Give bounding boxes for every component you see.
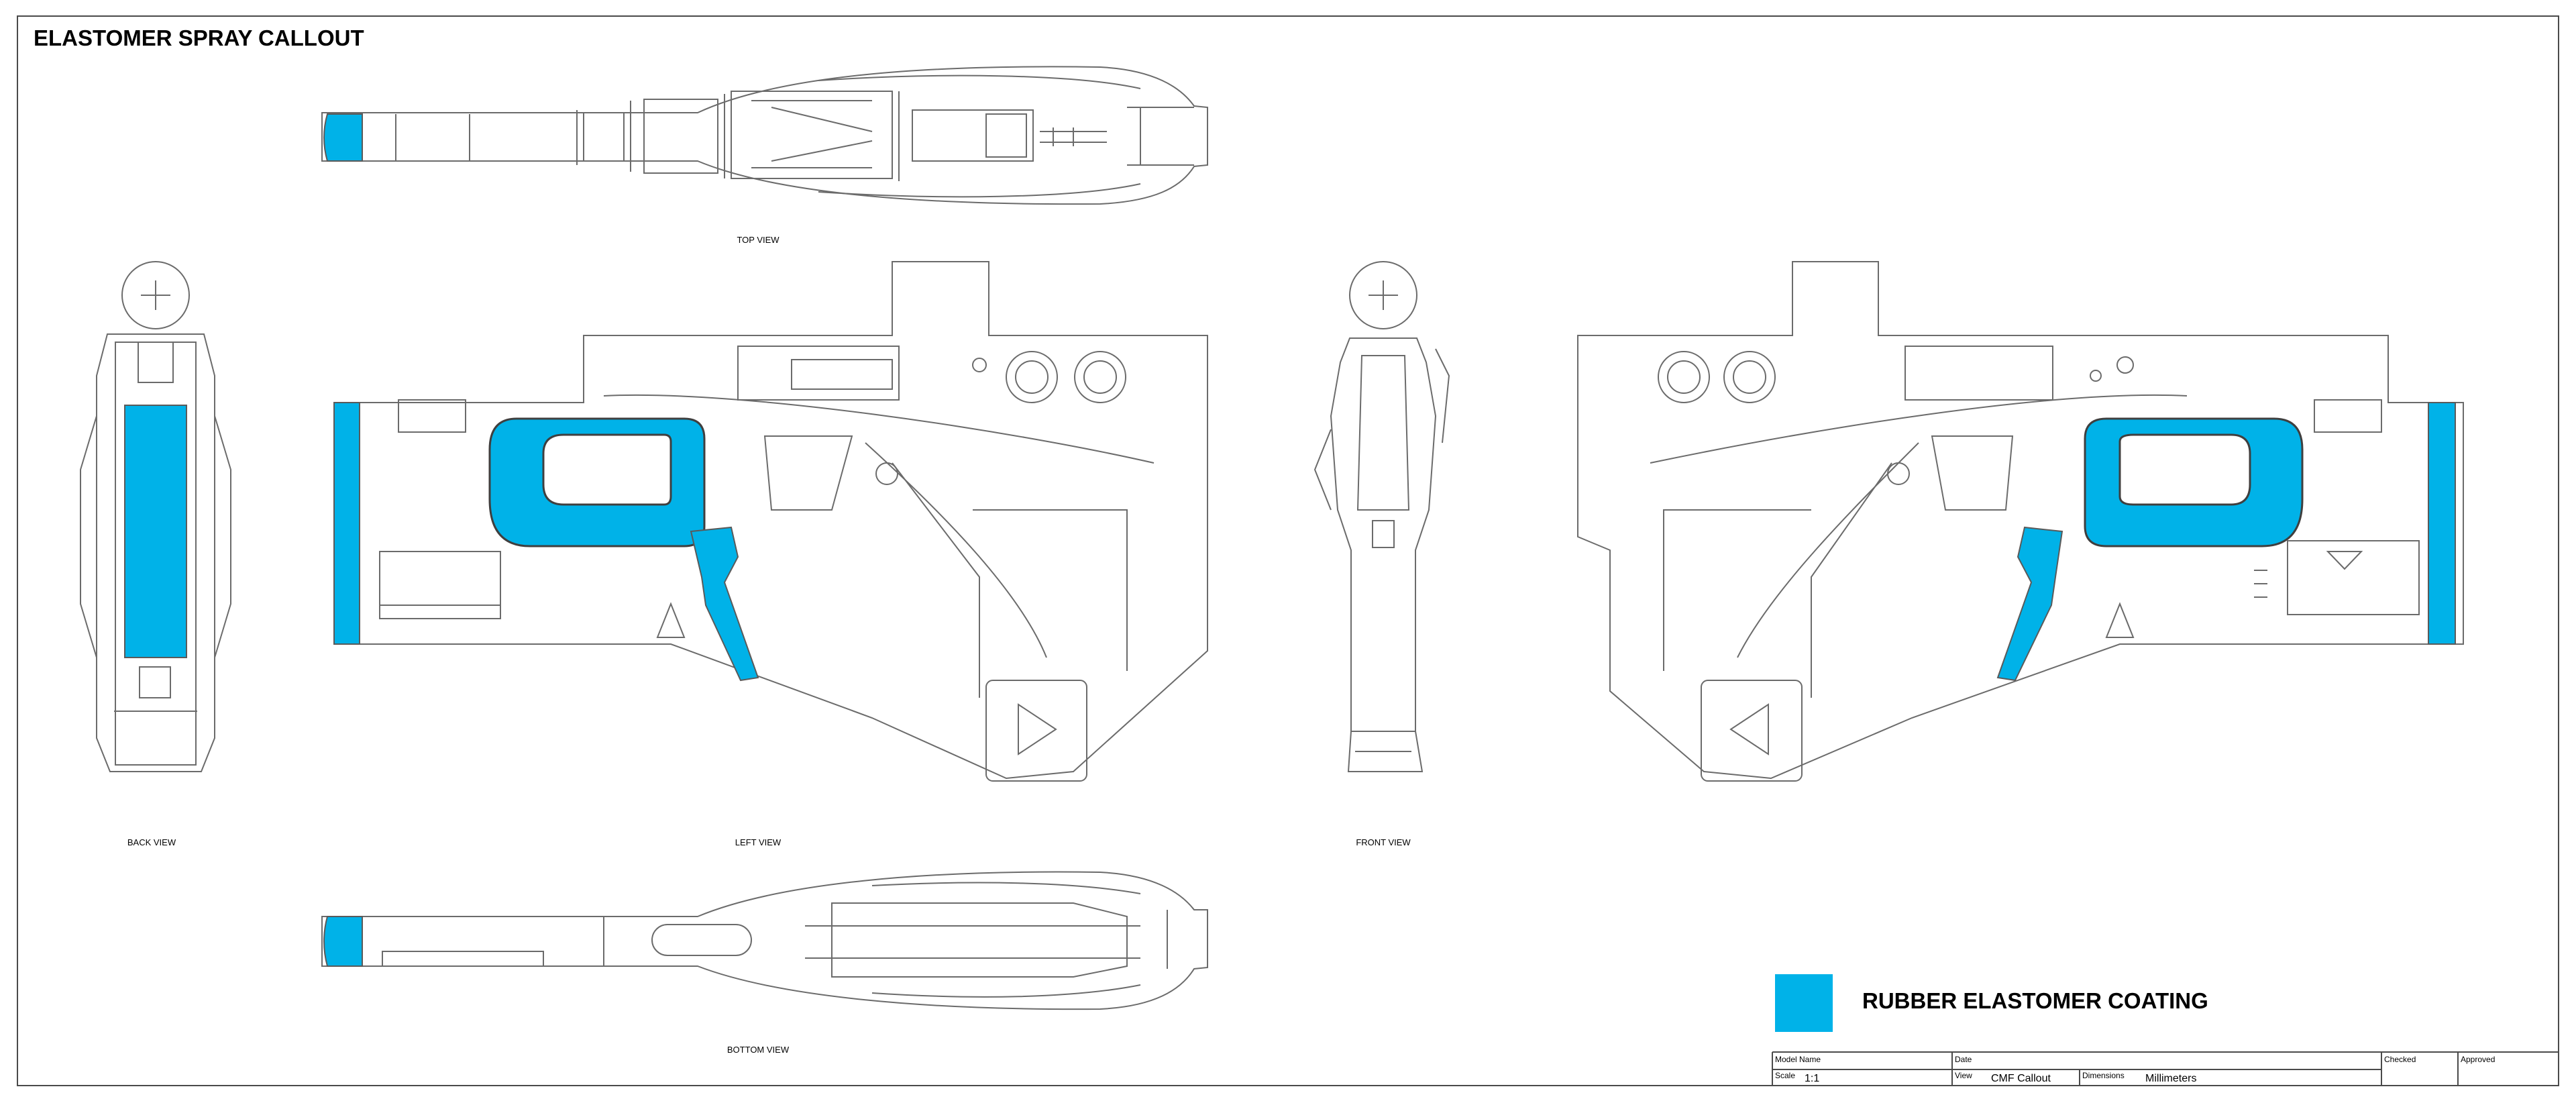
scale-label: Scale <box>1775 1071 1796 1080</box>
left-view-drawing <box>333 261 1208 782</box>
sheet-border <box>17 15 2559 1086</box>
title-block-grid <box>1772 1051 2559 1086</box>
coating-legend-label: RUBBER ELASTOMER COATING <box>1862 988 2208 1013</box>
model-name-label: Model Name <box>1775 1055 1821 1064</box>
left-view-elastomer-butt <box>333 402 360 645</box>
date-label: Date <box>1955 1055 1972 1064</box>
top-view-elastomer-tip <box>323 113 363 162</box>
back-view-label: BACK VIEW <box>127 837 176 847</box>
left-view-elastomer-trigger-guard <box>488 417 706 547</box>
view-value: CMF Callout <box>1991 1073 2051 1084</box>
back-view-drawing <box>80 261 231 772</box>
top-view-label: TOP VIEW <box>737 235 780 245</box>
left-view-label: LEFT VIEW <box>735 837 782 847</box>
left-view-elastomer-grip <box>690 526 759 682</box>
right-view-elastomer-grip <box>1996 526 2063 682</box>
scale-value: 1:1 <box>1805 1073 1820 1084</box>
bottom-view-label: BOTTOM VIEW <box>727 1045 790 1055</box>
coating-color-swatch <box>1775 974 1833 1032</box>
back-view-elastomer-grip <box>124 405 187 658</box>
front-view-drawing <box>1313 261 1450 772</box>
front-view-label: FRONT VIEW <box>1356 837 1411 847</box>
bottom-view-elastomer-tip <box>323 916 363 967</box>
top-view-drawing <box>321 66 1208 205</box>
sheet-title: ELASTOMER SPRAY CALLOUT <box>34 25 364 50</box>
checked-label: Checked <box>2384 1055 2416 1064</box>
approved-label: Approved <box>2461 1055 2496 1064</box>
dimensions-label: Dimensions <box>2082 1071 2125 1080</box>
right-view-drawing <box>1577 261 2464 782</box>
right-view-elastomer-trigger-guard <box>2084 417 2304 547</box>
dimensions-value: Millimeters <box>2145 1073 2197 1084</box>
bottom-view-drawing <box>321 871 1208 1010</box>
right-view-elastomer-butt <box>2428 402 2456 645</box>
view-label: View <box>1955 1071 1972 1080</box>
